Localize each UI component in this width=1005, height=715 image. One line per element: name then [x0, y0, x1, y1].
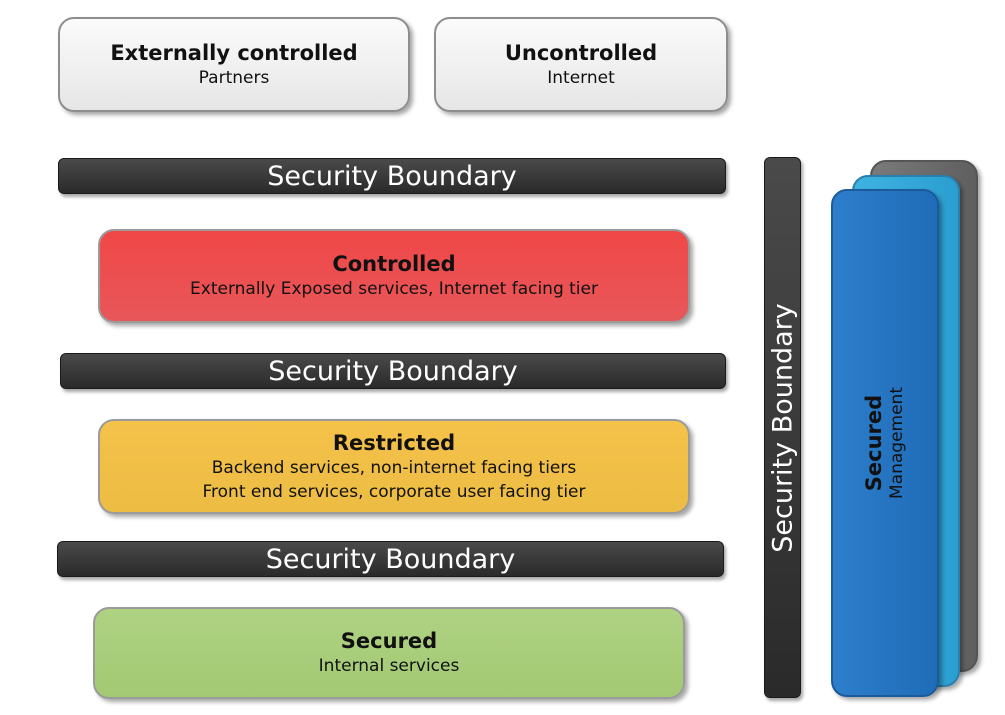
- management-zone: Secured Management: [831, 189, 939, 697]
- security-boundary-2: Security Boundary: [60, 353, 726, 389]
- zone-title: Controlled: [332, 252, 456, 276]
- secured-zone: Secured Internal services: [93, 607, 685, 699]
- security-boundary-1: Security Boundary: [58, 158, 726, 194]
- zone-subtitle: Partners: [198, 67, 270, 88]
- zone-title: Secured: [862, 394, 886, 492]
- controlled-zone: Controlled Externally Exposed services, …: [98, 229, 690, 323]
- zone-title: Uncontrolled: [504, 40, 658, 65]
- security-boundary-3: Security Boundary: [57, 541, 724, 577]
- externally-controlled-zone: Externally controlled Partners: [58, 17, 410, 112]
- boundary-label: Security Boundary: [767, 302, 798, 553]
- restricted-zone: Restricted Backend services, non-interne…: [98, 419, 690, 514]
- boundary-label: Security Boundary: [265, 543, 516, 575]
- zone-subtitle: Management: [887, 387, 907, 499]
- zone-subtitle: Internet: [547, 67, 615, 88]
- zone-subtitle: Externally Exposed services, Internet fa…: [190, 279, 598, 299]
- zone-title: Restricted: [332, 430, 456, 455]
- uncontrolled-zone: Uncontrolled Internet: [434, 17, 728, 112]
- zone-line-2: Front end services, corporate user facin…: [202, 481, 586, 502]
- zone-title: Secured: [340, 629, 438, 653]
- boundary-label: Security Boundary: [267, 160, 517, 192]
- management-text: Secured Management: [862, 387, 908, 499]
- zone-title: Externally controlled: [110, 40, 358, 65]
- boundary-label: Security Boundary: [268, 355, 518, 387]
- security-boundary-vertical: Security Boundary: [764, 157, 801, 698]
- zone-line-1: Backend services, non-internet facing ti…: [211, 457, 577, 478]
- zone-subtitle: Internal services: [318, 656, 460, 676]
